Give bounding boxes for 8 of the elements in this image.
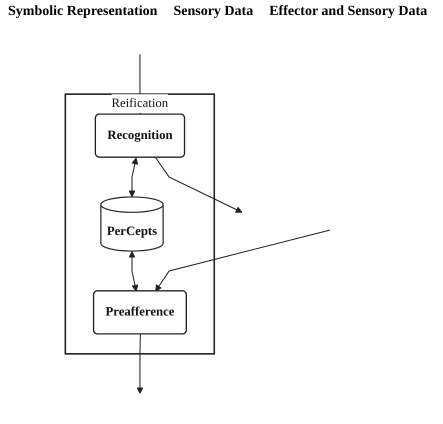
arrow [136,334,144,394]
arrow [155,157,242,213]
arrow [128,158,138,198]
note-text: Effector and Sensory Data [269,4,428,20]
arrow [155,230,330,292]
arrow [128,251,138,292]
note-text: Symbolic Representation [8,4,158,20]
note-text: Sensory Data [173,4,254,20]
